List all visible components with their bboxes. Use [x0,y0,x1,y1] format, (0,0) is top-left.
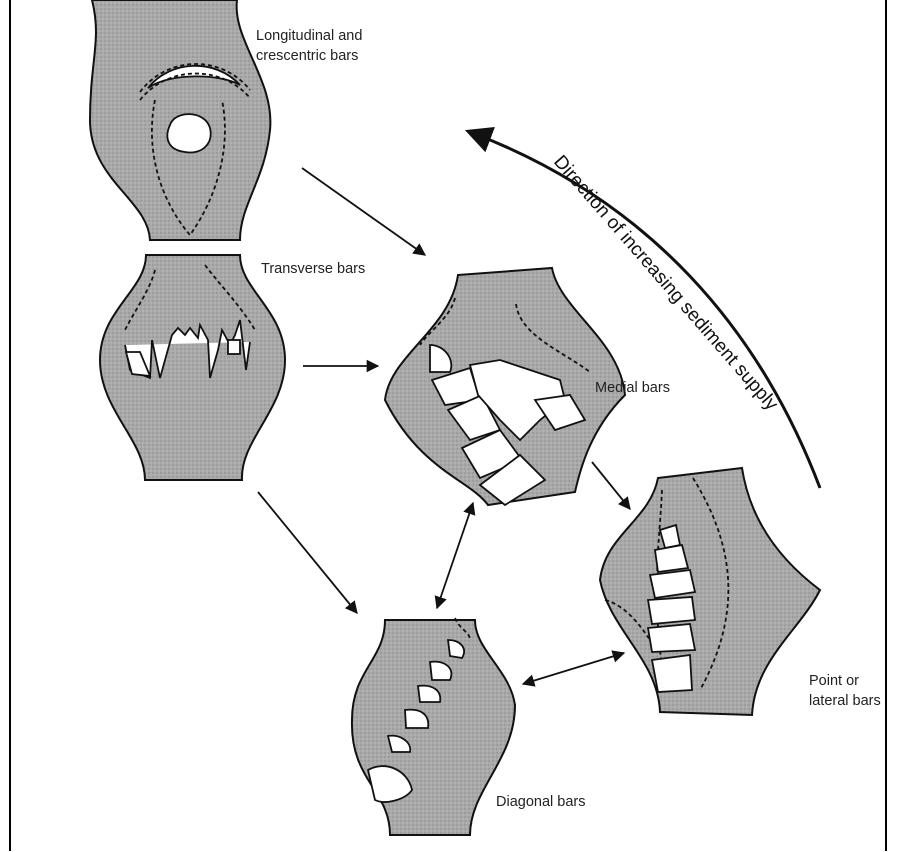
arrow-medial-to-point [592,462,630,509]
point-bar-4 [648,597,695,624]
arrow-transverse-to-diagonal [258,492,357,613]
point-bar-6 [652,655,692,692]
label-medial: Medial bars [595,380,670,396]
longitudinal-bars-reach [90,0,270,240]
arrow-medial-diagonal [437,503,473,608]
point-bar-3 [650,570,695,598]
diagonal-bars-reach [352,618,515,835]
transverse-bars-reach [100,255,285,480]
label-longitudinal-line2: crescentric bars [256,48,358,64]
label-transverse: Transverse bars [261,261,365,277]
transverse-bar-patch-2 [228,340,240,354]
point-bars-reach [600,468,820,715]
longitudinal-bar [167,114,210,152]
label-point-line1: Point or [809,673,859,689]
label-longitudinal-line1: Longitudinal and [256,28,362,44]
medial-bars-reach [385,268,625,505]
label-point-line2: lateral bars [809,693,881,709]
point-bar-2 [655,545,688,572]
arrow-longitudinal-to-medial [302,168,425,255]
label-diagonal: Diagonal bars [496,794,585,810]
point-bar-5 [648,624,695,652]
arrow-diagonal-point [523,653,624,684]
